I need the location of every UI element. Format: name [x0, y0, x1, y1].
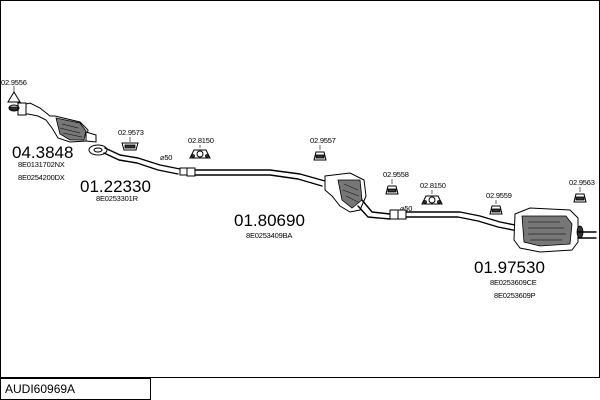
- part-ref-8e0253609ce: 8E0253609CE: [490, 278, 537, 287]
- fitting-02-9557-label: 02.9557: [310, 136, 336, 145]
- part-ref-8e0254200dx: 8E0254200DX: [18, 173, 65, 182]
- fitting-02-9556: 02.9556: [1, 78, 27, 112]
- fitting-02-9557: 02.9557: [310, 136, 336, 161]
- diameter-label-1: ⌀50: [160, 153, 172, 162]
- fitting-02-9559: 02.9559: [486, 191, 512, 215]
- part-ref-8e0131702nx: 8E0131702NX: [18, 160, 65, 169]
- fitting-02-9556-label: 02.9556: [1, 78, 27, 87]
- title-box: AUDI60969A: [0, 378, 151, 400]
- rear-silencer: [397, 207, 597, 253]
- fitting-02-9559-label: 02.9559: [486, 191, 512, 200]
- diagram-title: AUDI60969A: [5, 382, 75, 396]
- middle-pipe: [186, 167, 399, 220]
- part-ref-8e0253301r: 8E0253301R: [96, 194, 139, 203]
- fitting-02-9573-label: 02.9573: [118, 128, 144, 137]
- fitting-02-9563-label: 02.9563: [569, 178, 595, 187]
- part-number-04-3848: 04.3848: [12, 143, 73, 162]
- catalytic-converter: [17, 102, 97, 143]
- diameter-label-2: ⌀50: [400, 204, 412, 213]
- part-number-01-97530: 01.97530: [474, 258, 545, 277]
- fitting-02-9558: 02.9558: [383, 170, 409, 195]
- fitting-02-8150-b-label: 02.8150: [420, 181, 446, 190]
- fitting-02-8150-a: 02.8150: [188, 136, 214, 159]
- fitting-02-9563: 02.9563: [569, 178, 595, 203]
- part-number-01-80690: 01.80690: [234, 211, 305, 230]
- front-pipe: [88, 144, 188, 176]
- fitting-02-9558-label: 02.9558: [383, 170, 409, 179]
- fitting-02-8150-b: 02.8150: [420, 181, 446, 205]
- part-ref-8e0253609p: 8E0253609P: [494, 291, 536, 300]
- part-number-01-22330: 01.22330: [80, 177, 151, 196]
- fitting-02-8150-a-label: 02.8150: [188, 136, 214, 145]
- part-ref-8e0253409ba: 8E0253409BA: [246, 231, 292, 240]
- fitting-02-9573: 02.9573: [118, 128, 144, 151]
